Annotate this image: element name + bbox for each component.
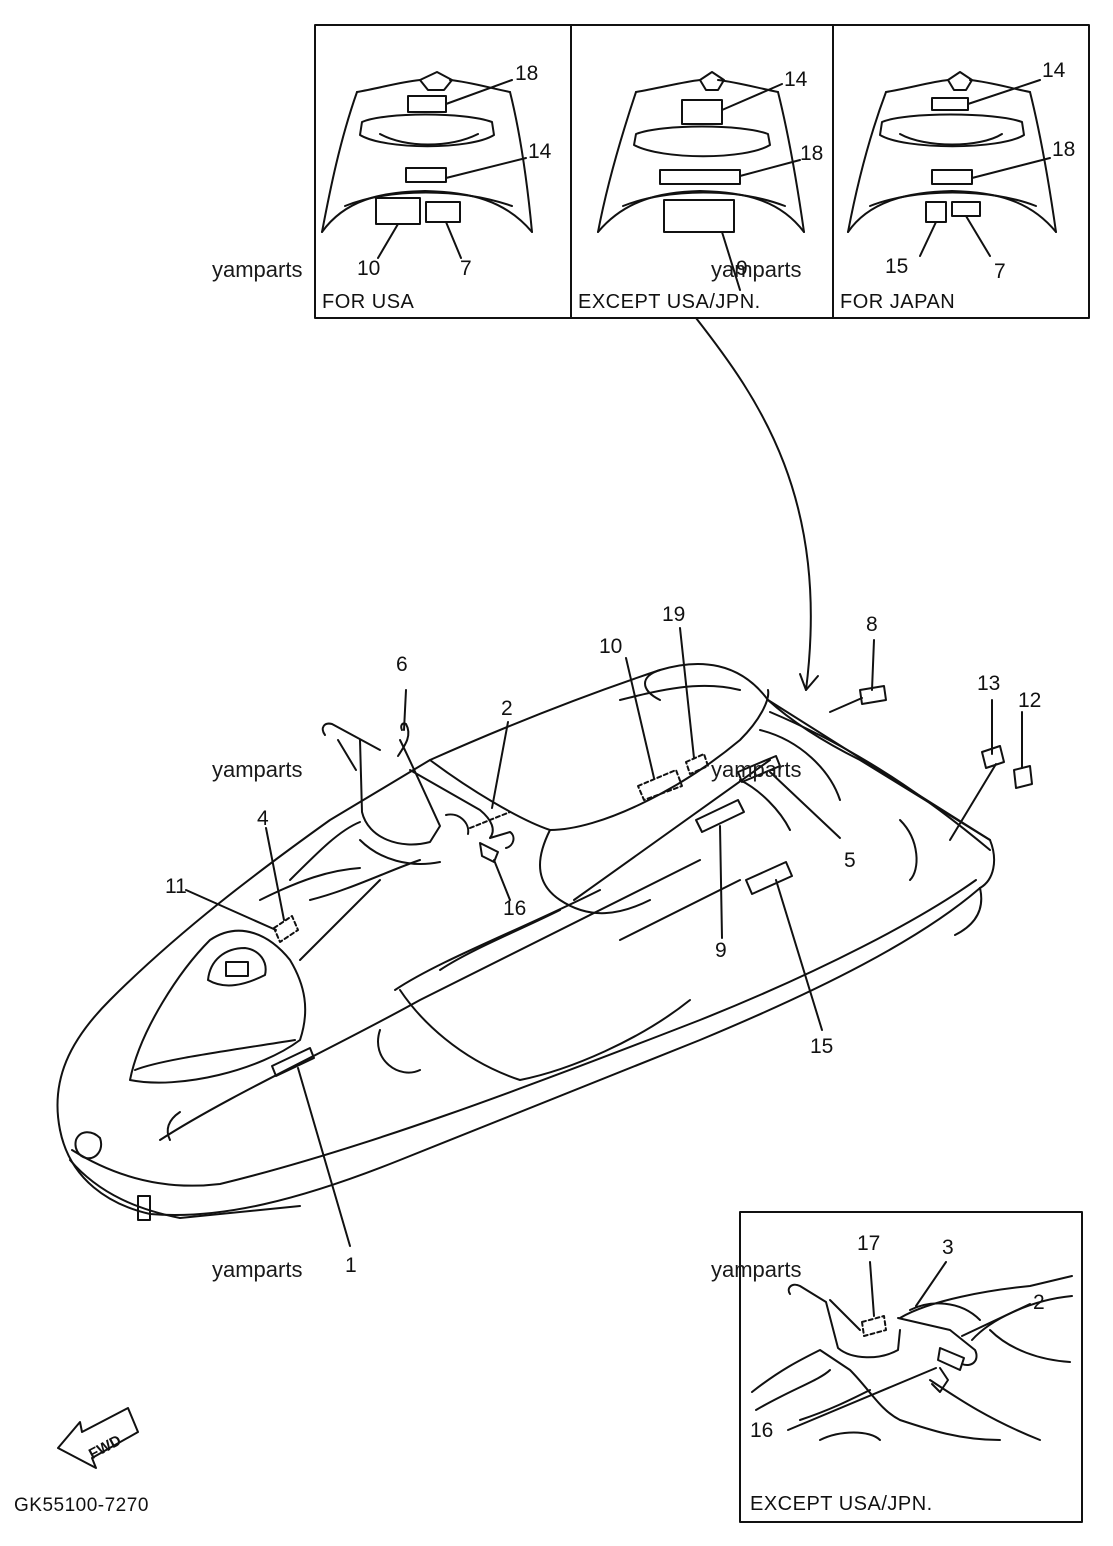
inset-callout-17: 17 (857, 1232, 881, 1255)
callout-19: 19 (662, 603, 686, 626)
panel-usa-drawing (321, 71, 721, 319)
panel-japan-caption: FOR JAPAN (840, 291, 956, 313)
callout-japan-14: 14 (1042, 59, 1066, 82)
watercraft-drawing (56, 627, 1033, 1247)
callout-japan-15: 15 (885, 255, 909, 278)
callout-12: 12 (1018, 689, 1042, 712)
inset-callout-2: 2 (1033, 1291, 1045, 1314)
callout-9: 9 (715, 939, 727, 962)
panel-except-caption: EXCEPT USA/JPN. (578, 291, 761, 313)
callout-japan-18: 18 (1052, 138, 1076, 161)
callout-usa-18: 18 (515, 62, 539, 85)
watermark-6: yamparts (711, 1257, 802, 1282)
callout-usa-14: 14 (528, 140, 552, 163)
inset-callout-16: 16 (750, 1419, 774, 1442)
callout-japan-7: 7 (994, 260, 1006, 283)
callout-usa-7: 7 (460, 257, 472, 280)
callout-1: 1 (345, 1254, 357, 1277)
reference-arrow (695, 317, 819, 691)
watermark-1: yamparts (212, 257, 303, 282)
part-code: GK55100-7270 (14, 1495, 149, 1516)
fwd-arrow-icon (57, 1407, 139, 1469)
callout-2: 2 (501, 697, 513, 720)
callout-11: 11 (165, 875, 187, 898)
watermark-5: yamparts (212, 1257, 303, 1282)
callout-6: 6 (396, 653, 408, 676)
callout-10: 10 (599, 635, 623, 658)
callout-15: 15 (810, 1035, 834, 1058)
callout-13: 13 (977, 672, 1001, 695)
inset-drawing (739, 1211, 1083, 1523)
callout-4: 4 (257, 807, 269, 830)
callout-except-9: 9 (736, 257, 748, 280)
callout-except-14: 14 (784, 68, 808, 91)
callout-usa-10: 10 (357, 257, 381, 280)
panel-except-drawing (597, 71, 805, 291)
callout-5: 5 (844, 849, 856, 872)
panel-usa-caption: FOR USA (322, 291, 415, 313)
callout-16: 16 (503, 897, 527, 920)
callout-except-18: 18 (800, 142, 824, 165)
top-panels-frame (314, 24, 1090, 319)
watermark-2: yamparts (711, 257, 802, 282)
inset-caption: EXCEPT USA/JPN. (750, 1493, 933, 1515)
watermark-3: yamparts (212, 757, 303, 782)
watermark-4: yamparts (711, 757, 802, 782)
panel-japan-drawing (847, 71, 1057, 257)
inset-callout-3: 3 (942, 1236, 954, 1259)
callout-8: 8 (866, 613, 878, 636)
